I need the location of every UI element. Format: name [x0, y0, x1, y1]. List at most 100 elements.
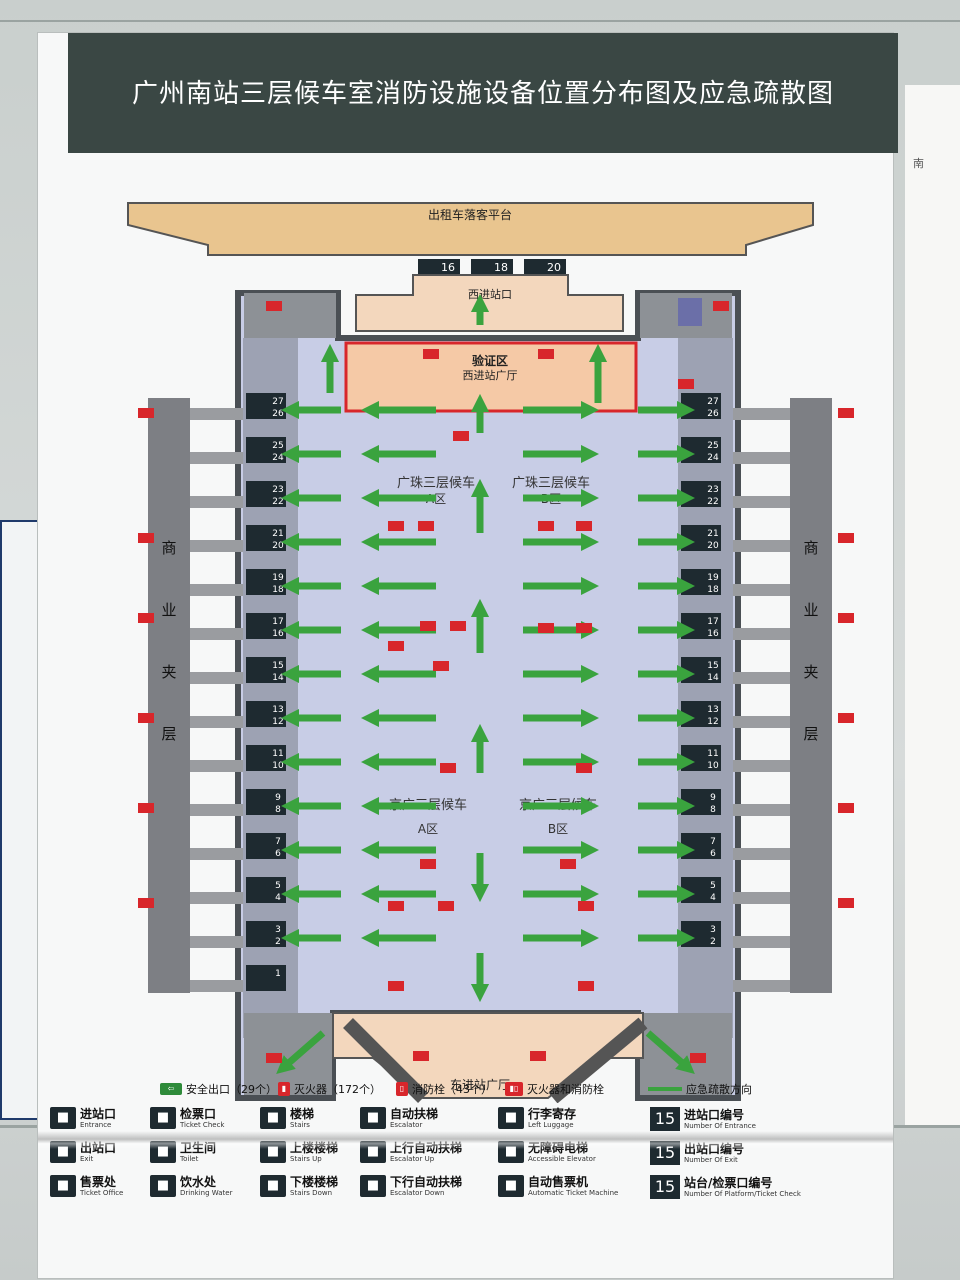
extinguisher-marker: [433, 661, 449, 671]
extinguisher-marker: [266, 301, 282, 311]
legend-hydrant: ▯ 消防栓（43个）: [396, 1081, 492, 1097]
legend-number-en: Number Of Exit: [684, 1155, 738, 1164]
extinguisher-marker: [138, 803, 154, 813]
extinguisher-marker: [388, 641, 404, 651]
legend-item-cn: 饮水处: [180, 1174, 217, 1189]
legend-safety-exit-text: 安全出口（29个）: [186, 1083, 277, 1096]
stair-stub: [190, 892, 243, 904]
legend-item-en: Exit: [80, 1154, 94, 1163]
escalator-icon: ■: [360, 1107, 386, 1129]
mezzanine-char: 夹: [803, 663, 818, 681]
west-gate-number: 18: [494, 261, 508, 274]
extinguisher-marker: [138, 898, 154, 908]
west-gate-number: 16: [441, 261, 455, 274]
extinguisher-marker: [438, 901, 454, 911]
extinguisher-marker: [578, 981, 594, 991]
gate-number: 26: [272, 409, 284, 419]
gate-number: 16: [707, 629, 719, 639]
stairs-down-icon: ■: [260, 1175, 286, 1197]
waiting-area-sub: A区: [418, 822, 438, 836]
gate-number: 17: [707, 617, 718, 627]
gate-number: 18: [707, 585, 719, 595]
extinguisher-marker: [838, 408, 854, 418]
stair-stub: [733, 540, 790, 552]
ticket-gate: [246, 525, 286, 551]
east-hall-label: 东进站广厅: [450, 1078, 510, 1092]
gate-number: 12: [272, 717, 283, 727]
extinguisher-marker: [423, 349, 439, 359]
fire-extinguishers: [138, 301, 854, 1063]
gate-number: 14: [272, 673, 284, 683]
east-escalator-left: [343, 1018, 428, 1103]
wall-line: [0, 20, 960, 22]
title-band: 广州南站三层候车室消防设施设备位置分布图及应急疏散图: [68, 33, 898, 153]
extinguisher-marker: [560, 859, 576, 869]
hydrant-icon: ▯: [396, 1082, 408, 1096]
floor-map: 出租车落客平台 16 18 20 西进站口 验证区 西进站广厅 东进站广厅: [127, 202, 854, 1103]
ticket-gate: [246, 921, 286, 947]
left-corner-room-bottom: [244, 1013, 332, 1095]
mezzanine-char: 商: [803, 539, 818, 557]
extinguisher-marker: [440, 763, 456, 773]
legend-item-cn: 自动扶梯: [390, 1106, 439, 1121]
waiting-area-sub: B区: [548, 822, 568, 836]
gate-number: 20: [707, 541, 719, 551]
east-escalator-right: [548, 1017, 648, 1103]
ticket-gate: [246, 657, 286, 683]
legend-item-cn: 无障碍电梯: [528, 1141, 596, 1155]
accessible-elevator-icon: ■: [498, 1141, 524, 1163]
entrance-icon: ■: [50, 1107, 76, 1129]
ticket-gate: [246, 789, 286, 815]
waiting-area-label: 广珠三层候车: [512, 475, 590, 491]
stair-stub: [190, 760, 243, 772]
ticket-gate: [246, 965, 286, 991]
poster-tear: [38, 1131, 893, 1149]
waiting-area-label: 广珠三层候车: [397, 475, 475, 491]
legend-item: ■无障碍电梯Accessible Elevator: [498, 1141, 596, 1163]
extinguisher-marker: [266, 1053, 282, 1063]
gate-number: 10: [272, 761, 284, 771]
right-mezzanine: [790, 398, 832, 993]
extinguisher-marker: [420, 621, 436, 631]
extinguisher-marker: [838, 898, 854, 908]
left-gates: 2726252423222120191817161514131211109876…: [246, 393, 286, 991]
mezzanine-char: 层: [161, 725, 176, 743]
extinguisher-marker: [838, 533, 854, 543]
extinguisher-marker: [576, 763, 592, 773]
west-entrance-label: 西进站口: [468, 287, 512, 301]
ticket-gate: [246, 745, 286, 771]
gate-number: 18: [272, 585, 284, 595]
gate-number: 27: [272, 397, 283, 407]
extinguisher-icon: ▮: [278, 1082, 290, 1096]
legend-item-en: Escalator Down: [390, 1188, 445, 1197]
gate-number: 22: [707, 497, 718, 507]
gate-number: 14: [707, 673, 719, 683]
taxi-platform-label: 出租车落客平台: [428, 207, 512, 222]
extinguisher-hydrant-icon: ▮▯: [505, 1082, 523, 1096]
gate-number: 3: [275, 925, 281, 935]
extinguisher-marker: [388, 981, 404, 991]
escalator-down-icon: ■: [360, 1175, 386, 1197]
legend-item-en: Ticket Check: [180, 1120, 225, 1129]
gate-number: 19: [272, 573, 284, 583]
stair-stub: [190, 672, 243, 684]
gate-number: 11: [272, 749, 283, 759]
extinguisher-marker: [576, 623, 592, 633]
extinguisher-marker: [388, 521, 404, 531]
ticket-gate: [246, 877, 286, 903]
gate-number: 2: [275, 937, 281, 947]
number-badge: 15: [650, 1107, 680, 1131]
extinguisher-marker: [713, 301, 729, 311]
stair-stub: [190, 452, 243, 464]
legend-item-en: Entrance: [80, 1120, 112, 1129]
stair-stub: [190, 496, 243, 508]
stairs-icon: ■: [260, 1107, 286, 1129]
gate-number: 8: [710, 805, 716, 815]
stair-stub: [190, 848, 243, 860]
blue-room: [678, 298, 702, 326]
legend-item-en: Stairs Up: [290, 1154, 322, 1163]
